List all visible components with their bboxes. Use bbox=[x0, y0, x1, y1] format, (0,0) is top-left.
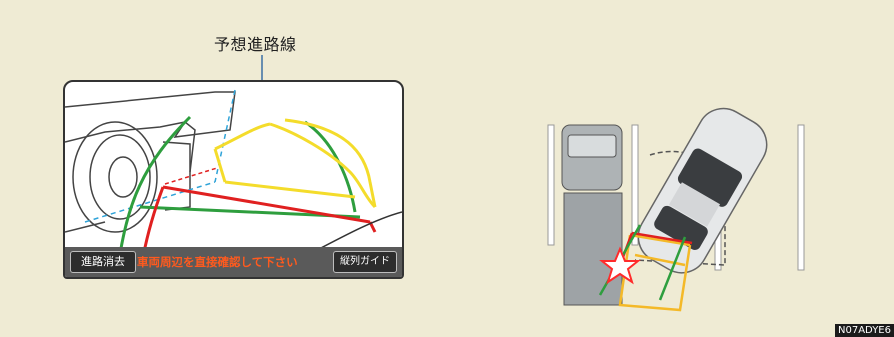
overhead-parking-diagram bbox=[547, 107, 805, 312]
screen-bottom-bar: 進路消去 車両周辺を直接確認して下さい 縦列ガイド bbox=[65, 247, 402, 277]
figure-code: N07ADYE6 bbox=[835, 324, 894, 337]
blue-guide-lines bbox=[84, 89, 236, 223]
yellow-predicted-path bbox=[213, 118, 377, 209]
parallel-guide-button[interactable]: 縦列ガイド bbox=[333, 251, 397, 273]
collision-star-icon bbox=[599, 246, 641, 285]
backup-camera-screen: 進路消去 車両周辺を直接確認して下さい 縦列ガイド bbox=[63, 80, 404, 279]
camera-view bbox=[65, 89, 402, 277]
parked-truck bbox=[561, 124, 623, 306]
safety-message: 車両周辺を直接確認して下さい bbox=[137, 255, 298, 269]
turning-car bbox=[637, 107, 768, 274]
truck-illustration bbox=[65, 91, 236, 233]
predicted-path-callout: 予想進路線 bbox=[214, 35, 297, 54]
erase-path-button[interactable]: 進路消去 bbox=[70, 251, 136, 273]
